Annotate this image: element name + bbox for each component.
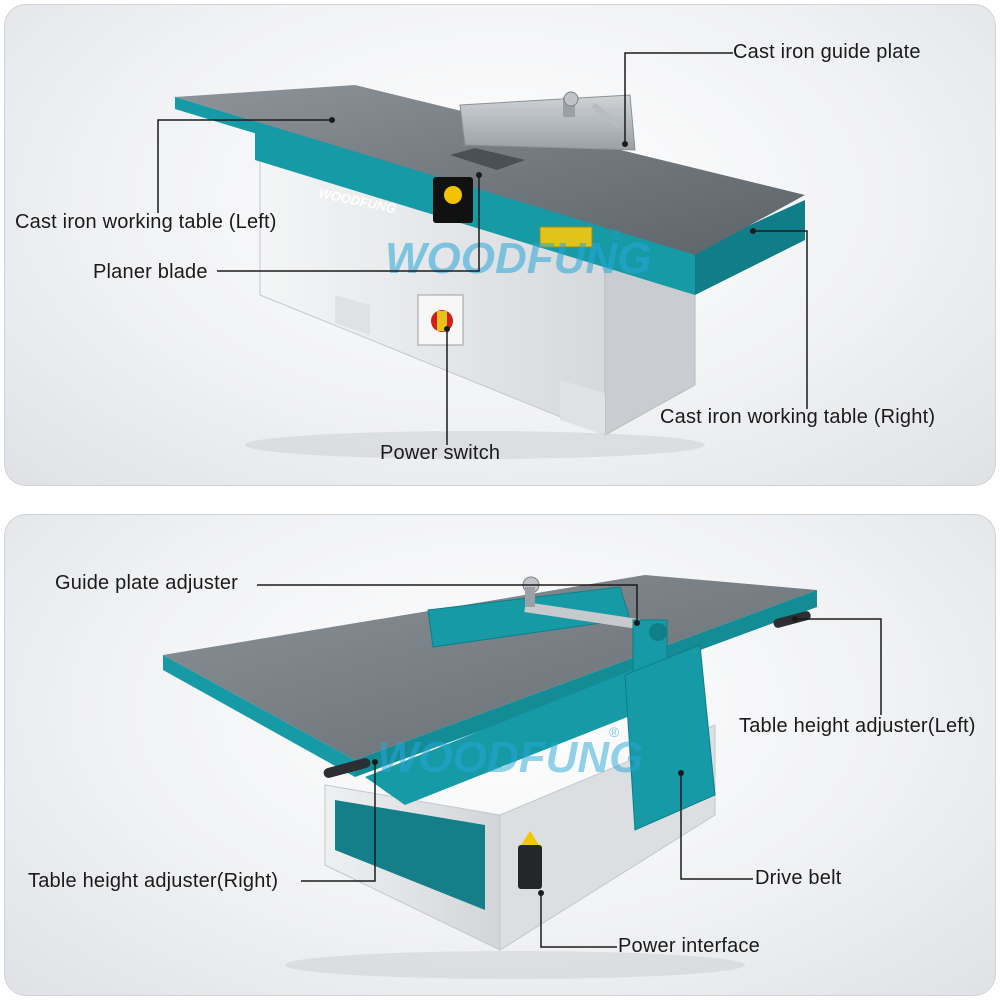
brand-watermark: WOODFUNG [377, 733, 643, 782]
callout-table-right: Cast iron working table (Right) [660, 406, 936, 428]
registered-mark: ® [609, 724, 620, 740]
callout-guide-plate-adjuster: Guide plate adjuster [55, 572, 239, 594]
brand-watermark: WOODFUNG [385, 234, 651, 283]
callout-power-interface: Power interface [618, 935, 760, 957]
top-product-panel: WOODFUNG WOODFUNG ® Cast iron guide plat… [4, 4, 996, 486]
bottom-product-panel: WOODFUNG ® Guide plate adjuster Table he… [4, 514, 996, 996]
callout-table-height-left: Table height adjuster(Left) [739, 715, 976, 737]
callout-guide-plate: Cast iron guide plate [733, 41, 921, 63]
registered-mark: ® [611, 227, 622, 243]
callout-drive-belt: Drive belt [755, 867, 842, 889]
jointer-machine-front-illustration: WOODFUNG WOODFUNG ® [157, 52, 808, 459]
callout-power-switch: Power switch [380, 442, 501, 464]
callout-table-left: Cast iron working table (Left) [15, 211, 277, 233]
callout-table-height-right: Table height adjuster(Right) [28, 870, 279, 892]
callout-leader-lines [257, 584, 882, 948]
callout-planer-blade: Planer blade [93, 261, 208, 283]
jointer-machine-back-illustration: WOODFUNG ® [163, 575, 882, 979]
callout-leader-lines [157, 52, 808, 445]
